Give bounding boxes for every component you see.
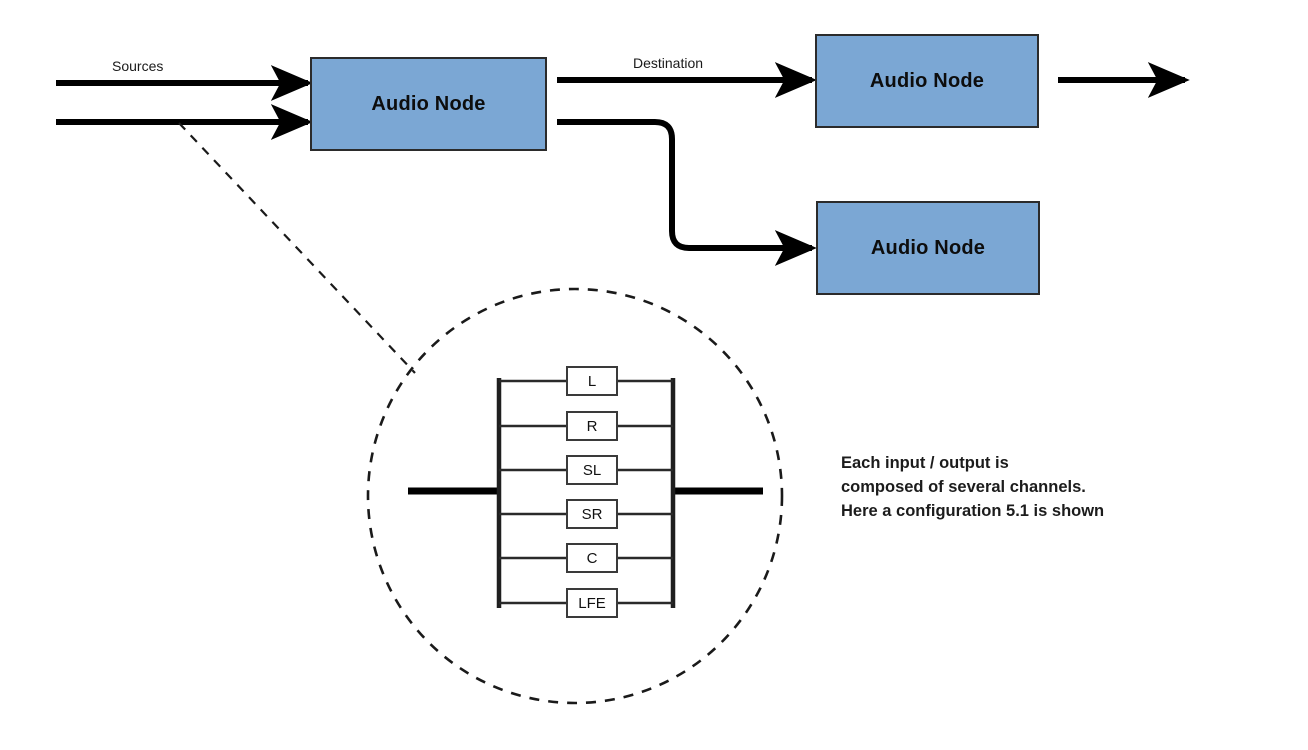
audio-node-output-top[interactable]: Audio Node	[815, 34, 1039, 128]
channel-box-lfe[interactable]: LFE	[566, 588, 618, 618]
destination-label: Destination	[633, 55, 704, 71]
channel-box-c[interactable]: C	[566, 543, 618, 573]
channel-box-lfe-label: LFE	[578, 594, 606, 612]
annotation-text: Each input / output is composed of sever…	[841, 452, 1104, 524]
channel-box-r[interactable]: R	[566, 411, 618, 441]
audio-node-output-bottom-label: Audio Node	[870, 236, 986, 259]
audio-node-input[interactable]: Audio Node	[310, 57, 547, 151]
channel-wires	[499, 379, 673, 605]
channel-box-l-label: L	[587, 372, 597, 390]
channel-box-l[interactable]: L	[566, 366, 618, 396]
audio-node-input-label: Audio Node	[371, 92, 486, 115]
destination-elbow-connector	[557, 119, 817, 266]
annotation-line-1: Each input / output is	[841, 454, 1009, 472]
magnifier-circle	[366, 287, 784, 705]
magnifier-leader-line	[178, 122, 416, 374]
channel-box-sl[interactable]: SL	[566, 455, 618, 485]
sources-label: Sources	[112, 58, 164, 74]
channel-box-sr-label: SR	[581, 505, 603, 523]
annotation-line-2: composed of several channels.	[841, 477, 1086, 496]
audio-node-output-bottom[interactable]: Audio Node	[816, 201, 1040, 295]
audio-node-output-top-label: Audio Node	[869, 69, 985, 92]
channel-box-sr[interactable]: SR	[566, 499, 618, 529]
channel-box-r-label: R	[586, 417, 598, 435]
channel-box-c-label: C	[586, 549, 598, 567]
channel-box-sl-label: SL	[582, 461, 602, 479]
annotation-line-3: Here a configuration 5.1 is shown	[841, 501, 1105, 520]
